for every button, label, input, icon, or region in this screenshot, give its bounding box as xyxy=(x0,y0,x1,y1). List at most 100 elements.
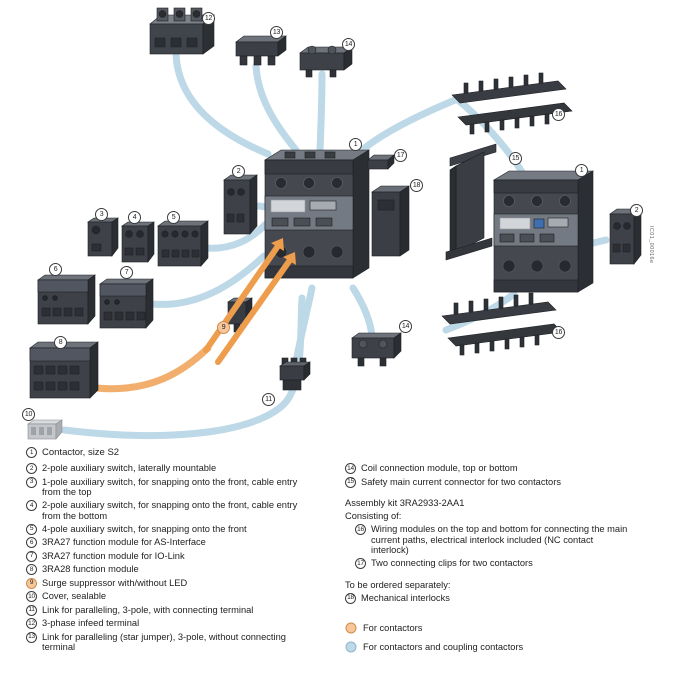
wiring-modules-top-16 xyxy=(451,72,573,135)
legend-text-4: 2-pole auxiliary switch, for snapping on… xyxy=(42,500,298,521)
legend-item-14: 14 Coil connection module, top or bottom xyxy=(345,463,629,474)
assembly-kit-title: Assembly kit 3RA2933-2AA1 xyxy=(345,498,465,508)
callout-16-bottom: 16 xyxy=(552,326,565,339)
legend-num-8: 8 xyxy=(26,564,37,575)
callout-1-center: 1 xyxy=(349,138,362,151)
key-orange-text: For contactors xyxy=(363,623,423,633)
legend-num-7: 7 xyxy=(26,550,37,562)
orange-band xyxy=(92,344,212,393)
tube-from-aux-345 xyxy=(202,220,270,252)
paralleling-link-11 xyxy=(279,357,311,391)
consisting-of-label: Consisting of: xyxy=(345,511,402,521)
callout-17: 17 xyxy=(394,149,407,162)
legend-num-15: 15 xyxy=(345,476,356,488)
callout-13: 13 xyxy=(270,26,283,39)
legend-item-9: 9 Surge suppressor with/without LED xyxy=(26,577,304,589)
legend-num-9: 9 xyxy=(26,577,37,589)
legend-text-7: 3RA27 function module for IO-Link xyxy=(42,550,185,561)
callout-10: 10 xyxy=(22,408,35,421)
legend-num-2: 2 xyxy=(26,463,37,474)
legend-item-4: 4 2-pole auxiliary switch, for snapping … xyxy=(26,500,304,521)
legend-num-3: 3 xyxy=(26,476,37,488)
legend-text-13: Link for paralleling (star jumper), 3-po… xyxy=(42,631,286,653)
key-for-coupling-contactors: For contactors and coupling contactors xyxy=(345,641,629,653)
aux-switch-3 xyxy=(87,217,119,257)
legend-text-17: Two connecting clips for two contactors xyxy=(371,558,533,568)
connection-tubes xyxy=(60,50,610,439)
legend-text-10: Cover, sealable xyxy=(42,591,107,601)
aux-switch-2-left xyxy=(223,174,258,235)
components xyxy=(27,7,642,440)
safety-connector-15 xyxy=(445,143,497,261)
legend-num-12: 12 xyxy=(26,618,37,629)
legend-left-column: 2 2-pole auxiliary switch, laterally mou… xyxy=(26,463,304,653)
callout-14-bottom: 14 xyxy=(399,320,412,333)
blue-key-dot-icon xyxy=(345,641,357,652)
legend-text-5: 4-pole auxiliary switch, for snapping on… xyxy=(42,523,247,534)
legend-item-2: 2 2-pole auxiliary switch, laterally mou… xyxy=(26,463,304,474)
legend-item-6: 6 3RA27 function module for AS-Interface xyxy=(26,537,304,548)
legend-text-18: Mechanical interlocks xyxy=(361,592,450,603)
legend-item-11: 11 Link for paralleling, 3-pole, with co… xyxy=(26,604,304,616)
callout-16-top: 16 xyxy=(552,108,565,121)
connecting-clip-17 xyxy=(367,154,395,170)
callout-2-left: 2 xyxy=(232,165,245,178)
function-module-6 xyxy=(37,274,96,325)
tube-from-coil-bottom xyxy=(349,284,376,340)
star-jumper-13 xyxy=(235,35,287,66)
figure-id-watermark: IC01_00016e xyxy=(648,226,654,264)
callout-2-right: 2 xyxy=(630,204,643,217)
diagram-artwork xyxy=(27,7,642,440)
legend-text-6: 3RA27 function module for AS-Interface xyxy=(42,537,206,547)
legend-item-17: 17 Two connecting clips for two contacto… xyxy=(355,558,629,569)
key-for-contactors: For contactors xyxy=(345,622,629,634)
orange-arrow-shaft-2 xyxy=(215,257,293,365)
callout-11: 11 xyxy=(262,393,275,406)
tube-from-function-modules xyxy=(148,252,268,308)
callout-8: 8 xyxy=(54,336,67,349)
legend-text-14: Coil connection module, top or bottom xyxy=(361,463,518,473)
key-blue-text: For contactors and coupling contactors xyxy=(363,641,524,652)
callout-9: 9 xyxy=(217,321,230,334)
callout-7: 7 xyxy=(120,266,133,279)
tube-bars-to-contactor xyxy=(356,96,459,156)
legend-item-8: 8 3RA28 function module xyxy=(26,564,304,575)
callout-18: 18 xyxy=(410,179,423,192)
legend-item-5: 5 4-pole auxiliary switch, for snapping … xyxy=(26,523,304,535)
callout-5: 5 xyxy=(167,211,180,224)
figure-caption: 1 Contactor, size S2 xyxy=(26,447,119,458)
legend-text-9: Surge suppressor with/without LED xyxy=(42,577,188,588)
legend-num-11: 11 xyxy=(26,604,37,616)
orange-arrow-shaft-1 xyxy=(203,243,281,353)
aux-switch-2-right xyxy=(609,208,642,265)
legend-num-5: 5 xyxy=(26,523,37,535)
wiring-modules-bottom-16 xyxy=(441,292,563,356)
legend-num-10: 10 xyxy=(26,591,37,602)
orange-arrows xyxy=(203,238,296,365)
orange-arrow-head-1 xyxy=(271,238,284,251)
contactor-center xyxy=(263,149,371,279)
legend-text-12: 3-phase infeed terminal xyxy=(42,618,140,628)
legend-item-15: 15 Safety main current connector for two… xyxy=(345,476,629,488)
legend-num-18: 18 xyxy=(345,592,356,604)
ordered-separately-label: To be ordered separately: xyxy=(345,579,451,590)
aux-switch-4 xyxy=(121,221,155,263)
legend-text-8: 3RA28 function module xyxy=(42,564,139,574)
legend-item-13: 13 Link for paralleling (star jumper), 3… xyxy=(26,631,304,653)
legend-num-17: 17 xyxy=(355,558,366,569)
orange-key-dot-icon xyxy=(345,622,357,634)
callout-1-right: 1 xyxy=(575,164,588,177)
legend-right-column: 14 Coil connection module, top or bottom… xyxy=(345,463,629,653)
callout-15: 15 xyxy=(509,152,522,165)
legend-num-13: 13 xyxy=(26,631,37,643)
tube-from-coil-top xyxy=(316,70,326,154)
caption-callout-1: 1 xyxy=(26,447,37,458)
callout-3: 3 xyxy=(95,208,108,221)
tube-from-link-11 xyxy=(292,284,316,366)
legend-text-11: Link for paralleling, 3-pole, with conne… xyxy=(42,604,254,615)
legend-text-2: 2-pole auxiliary switch, laterally mount… xyxy=(42,463,217,473)
aux-switch-5 xyxy=(157,220,209,267)
tube-from-star-jumper xyxy=(252,62,300,154)
legend-num-6: 6 xyxy=(26,537,37,548)
